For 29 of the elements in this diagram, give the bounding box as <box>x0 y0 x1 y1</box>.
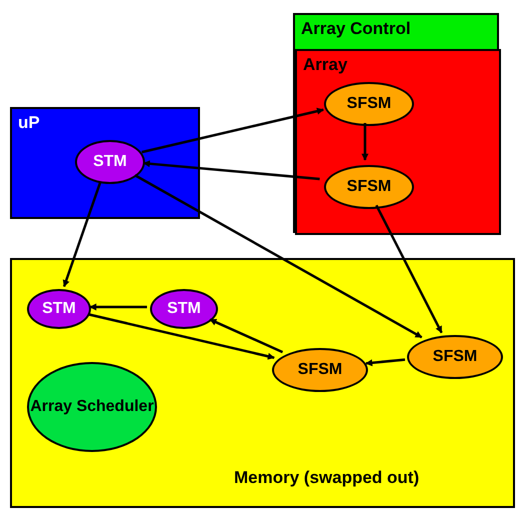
processor-box <box>10 107 200 219</box>
node-label: STM <box>42 300 76 318</box>
node-label: STM <box>167 300 201 318</box>
arrow <box>209 318 284 354</box>
arrow <box>375 204 443 334</box>
arrow <box>362 123 368 161</box>
node-label: Array Control <box>301 19 411 39</box>
stm-ellipse <box>75 140 145 184</box>
node-label: uP <box>18 113 40 133</box>
node-label: Array <box>303 55 348 75</box>
sfsm-ellipse <box>272 348 368 392</box>
array-box <box>295 49 501 235</box>
arrow <box>62 182 102 288</box>
node-label: STM <box>93 152 127 172</box>
node-label: SFSM <box>346 178 392 196</box>
arrow <box>142 160 320 180</box>
arrow <box>365 358 406 366</box>
stm-ellipse <box>150 289 218 329</box>
array-control-box <box>293 13 499 233</box>
arrow <box>89 304 147 310</box>
node-label: SFSM <box>432 348 478 366</box>
arrow <box>142 108 324 154</box>
node-label: SFSM <box>298 360 342 380</box>
node-label: Memory (swapped out) <box>234 468 420 488</box>
arrow <box>134 174 422 338</box>
node-label: SFSM <box>346 94 392 114</box>
arrow <box>88 313 275 360</box>
node-label: Array Scheduler <box>30 398 154 416</box>
memory-box <box>10 258 515 508</box>
